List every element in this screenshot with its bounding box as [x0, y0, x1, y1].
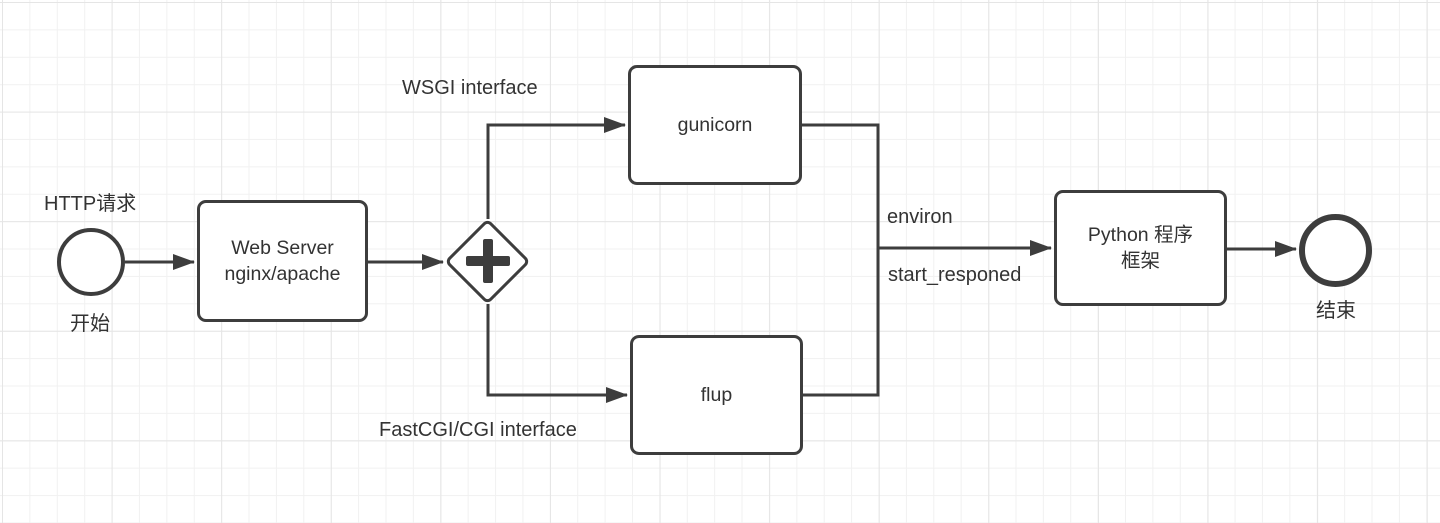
start-responed-label: start_responed: [888, 264, 1022, 286]
plus-icon: [483, 239, 493, 283]
gunicorn-node: gunicorn: [628, 65, 802, 185]
fastcgi-interface-label: FastCGI/CGI interface: [379, 419, 577, 441]
start-event-circle: [57, 228, 125, 296]
webserver-node: Web Server nginx/apache: [197, 200, 368, 322]
start-annotation-label: HTTP请求: [44, 193, 137, 215]
edge-gunicorn-to-merge: [802, 123, 880, 248]
python-framework-line1: Python 程序: [1087, 223, 1194, 246]
environ-label: environ: [887, 206, 953, 228]
end-label: 结束: [1316, 300, 1356, 322]
wsgi-interface-label: WSGI interface: [402, 77, 538, 99]
end-event-circle: [1299, 214, 1372, 287]
gunicorn-node-label: gunicorn: [677, 113, 753, 136]
flup-node: flup: [630, 335, 803, 455]
webserver-node-line1: Web Server: [231, 236, 334, 259]
edge-flup-to-merge: [803, 248, 880, 397]
start-label: 开始: [70, 313, 110, 335]
edge-gateway-to-flup: [486, 304, 628, 403]
webserver-node-line2: nginx/apache: [224, 263, 341, 285]
python-framework-line2: 框架: [1120, 250, 1160, 272]
edge-gateway-to-gunicorn: [486, 117, 626, 219]
python-framework-node: Python 程序 框架: [1054, 190, 1227, 306]
flup-node-label: flup: [700, 383, 733, 406]
